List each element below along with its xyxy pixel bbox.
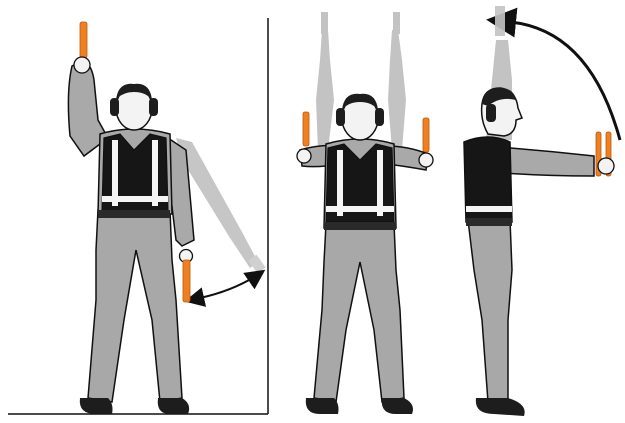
ear-defender-right: [149, 98, 158, 116]
vest-strip-horizontal: [102, 196, 168, 202]
motion-arrow-curved: [510, 22, 620, 140]
wand-raised: [80, 22, 87, 58]
shoe: [476, 398, 525, 416]
motion-arrow: [200, 272, 262, 298]
wand-left: [303, 112, 309, 146]
vest-strip-horizontal: [466, 206, 512, 212]
hand-left: [297, 149, 311, 163]
ear-defender-left: [110, 98, 119, 116]
trousers: [468, 220, 512, 402]
shoe-right: [382, 398, 413, 414]
panel-middle: [297, 12, 433, 414]
ear-defender-right: [375, 108, 384, 126]
shoe-left: [80, 398, 113, 414]
belt: [324, 222, 396, 230]
panel-right: [464, 6, 620, 416]
belt: [98, 210, 170, 218]
panel-left: [8, 18, 268, 414]
hand-right: [419, 153, 433, 167]
hand-raised: [74, 57, 90, 73]
wand-right: [423, 118, 429, 152]
trousers: [88, 210, 182, 402]
trousers: [314, 224, 404, 402]
hand-forward: [598, 158, 614, 174]
shoe-right: [158, 398, 189, 414]
ear-defender: [486, 104, 496, 122]
vest-strip-horizontal: [326, 206, 394, 212]
ear-defender-left: [336, 108, 345, 126]
shoe-left: [306, 398, 339, 414]
belt: [466, 218, 512, 226]
wand-lowered: [183, 260, 190, 302]
